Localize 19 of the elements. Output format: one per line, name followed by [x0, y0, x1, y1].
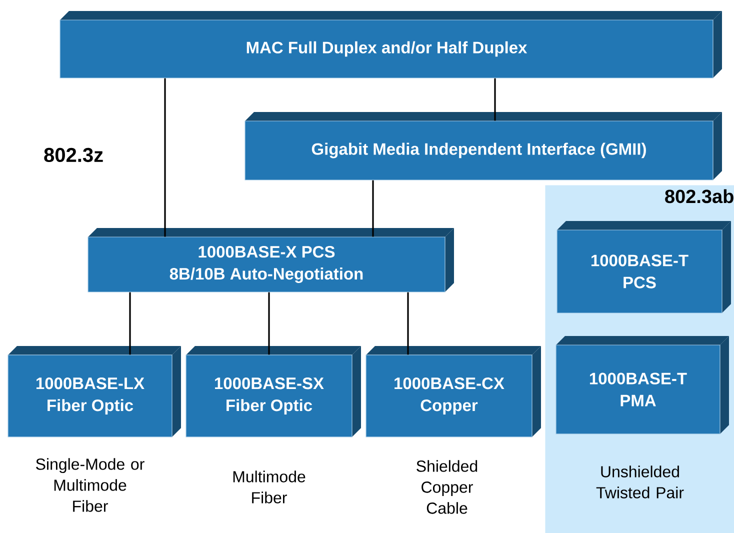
caption-text: Shielded Copper Cable	[416, 460, 478, 514]
connector-line	[268, 292, 270, 355]
block-box: 1000BASE-X PCS 8B/10B Auto-Negotiation	[88, 228, 454, 292]
caption-text: Unshielded Twisted Pair	[596, 466, 684, 498]
caption-text: Multimode Fiber	[233, 470, 306, 504]
block-box: 1000BASE-T PCS	[556, 221, 731, 314]
block-box: 1000BASE-LX Fiber Optic	[8, 346, 181, 438]
block-box: 1000BASE-CX Copper	[366, 346, 541, 438]
block-box: Gigabit Media Independent Interface (GMII)	[244, 112, 722, 180]
connector-line	[164, 78, 166, 237]
connector-line	[372, 180, 374, 237]
connector-line	[407, 292, 409, 355]
connector-line	[129, 292, 131, 355]
block-box: 1000BASE-SX Fiber Optic	[186, 346, 361, 438]
connector-line	[494, 78, 496, 121]
block-box: 1000BASE-T PMA	[556, 336, 729, 434]
standard-label: 802.3z	[44, 148, 103, 162]
block-box: MAC Full Duplex and/or Half Duplex	[60, 11, 722, 78]
caption-text: Single-Mode or Multimode Fiber	[36, 458, 144, 512]
